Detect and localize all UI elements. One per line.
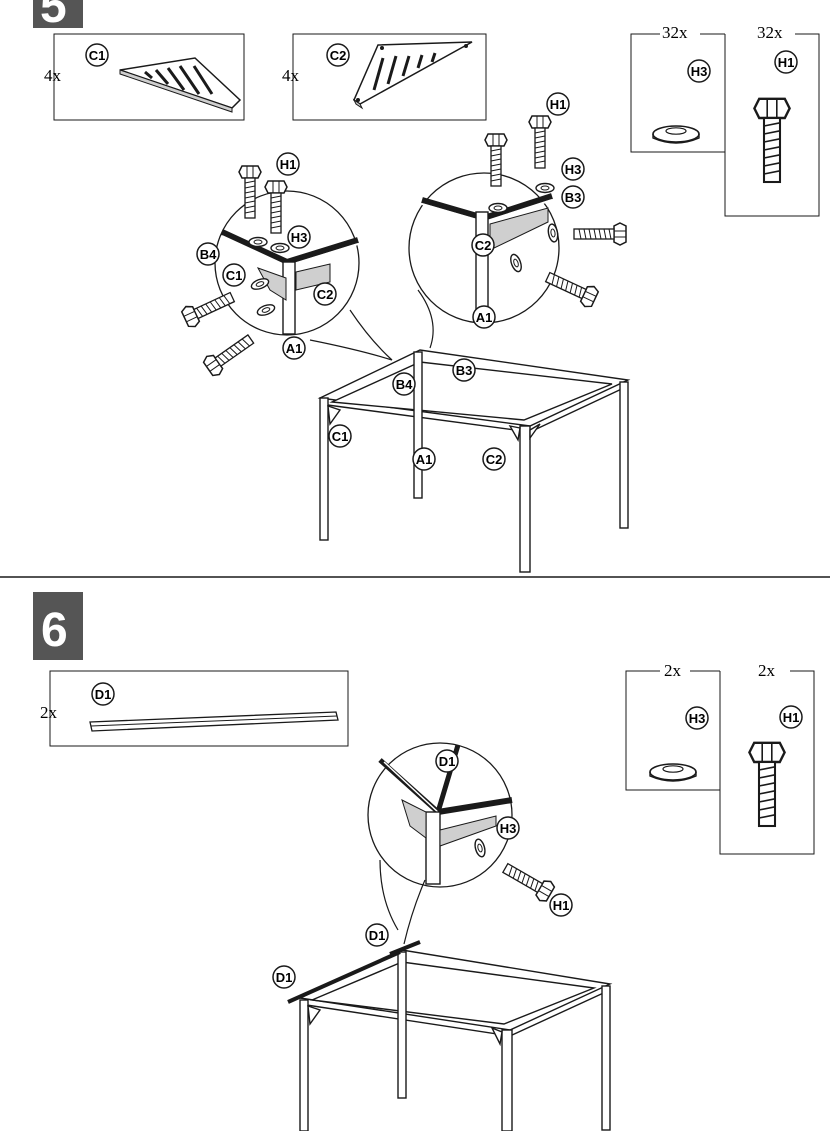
callout-left-c1: C1 <box>226 268 243 283</box>
label-c2: C2 <box>330 48 347 63</box>
hardware-box-h1: 32x H1 <box>724 23 820 217</box>
step6-detail <box>367 742 557 945</box>
callout-detail-h1: H1 <box>553 898 570 913</box>
label-h1: H1 <box>778 55 795 70</box>
callout-right-h3: H3 <box>565 162 582 177</box>
frame-step6 <box>287 940 613 1131</box>
part-box-c2: 4x C2 <box>282 33 487 121</box>
bolt-icon <box>753 97 791 184</box>
label-h1-step6: H1 <box>783 710 800 725</box>
callout-right-c2: C2 <box>475 238 492 253</box>
frame-step5 <box>317 349 631 573</box>
qty-d1: 2x <box>40 703 58 722</box>
callout-frame-d1-top: D1 <box>369 928 386 943</box>
callout-frame-c2: C2 <box>486 452 503 467</box>
callout-left-h1: H1 <box>280 157 297 172</box>
callout-left-c2: C2 <box>317 287 334 302</box>
label-d1: D1 <box>95 687 112 702</box>
qty-h1: 32x <box>757 23 783 42</box>
callout-left-a1: A1 <box>286 341 303 356</box>
callout-frame-b3: B3 <box>456 363 473 378</box>
callout-left-b4: B4 <box>200 247 217 262</box>
label-c1: C1 <box>89 48 106 63</box>
washer-icon-step6 <box>649 763 697 782</box>
step5-callouts: H1 H3 B4 C1 C2 A1 H1 H3 B3 C2 A1 B4 B3 C… <box>196 92 585 471</box>
callout-frame-a1: A1 <box>416 452 433 467</box>
d1-bar <box>89 711 339 732</box>
step6: 6 2x D1 2x H3 2x <box>33 592 815 1131</box>
label-h3-step6: H3 <box>689 711 706 726</box>
part-box-c1: 4x C1 <box>44 33 245 121</box>
callout-left-h3: H3 <box>291 230 308 245</box>
qty-c2: 4x <box>282 66 300 85</box>
callout-right-h1: H1 <box>550 97 567 112</box>
callout-right-b3: B3 <box>565 190 582 205</box>
c2-plate <box>352 41 473 110</box>
step6-badge <box>33 592 83 660</box>
hardware-box-h1-step6: 2x H1 <box>719 661 815 855</box>
callout-detail-h3: H3 <box>500 821 517 836</box>
callout-frame-d1-left: D1 <box>276 970 293 985</box>
step6-number: 6 <box>41 604 68 657</box>
hardware-box-h3: 32x H3 <box>630 23 725 153</box>
part-box-d1: 2x D1 <box>40 670 349 747</box>
callout-detail-d1: D1 <box>439 754 456 769</box>
washer-icon <box>652 125 700 144</box>
label-h3: H3 <box>691 64 708 79</box>
right-detail <box>408 115 627 349</box>
callout-frame-b4: B4 <box>396 377 413 392</box>
qty-h3: 32x <box>662 23 688 42</box>
qty-h3-step6: 2x <box>664 661 682 680</box>
qty-c1: 4x <box>44 66 62 85</box>
step6-callouts: D1 H3 H1 D1 D1 <box>272 749 573 989</box>
step5-number: 5 <box>40 0 67 33</box>
bolt-icon-step6 <box>748 741 786 828</box>
hardware-box-h3-step6: 2x H3 <box>625 661 720 791</box>
callout-frame-c1: C1 <box>332 429 349 444</box>
callout-right-a1: A1 <box>476 310 493 325</box>
step5: 5 4x C1 4x C2 <box>33 0 820 573</box>
qty-h1-step6: 2x <box>758 661 776 680</box>
step5-badge <box>33 0 83 28</box>
c1-plate <box>119 57 242 113</box>
